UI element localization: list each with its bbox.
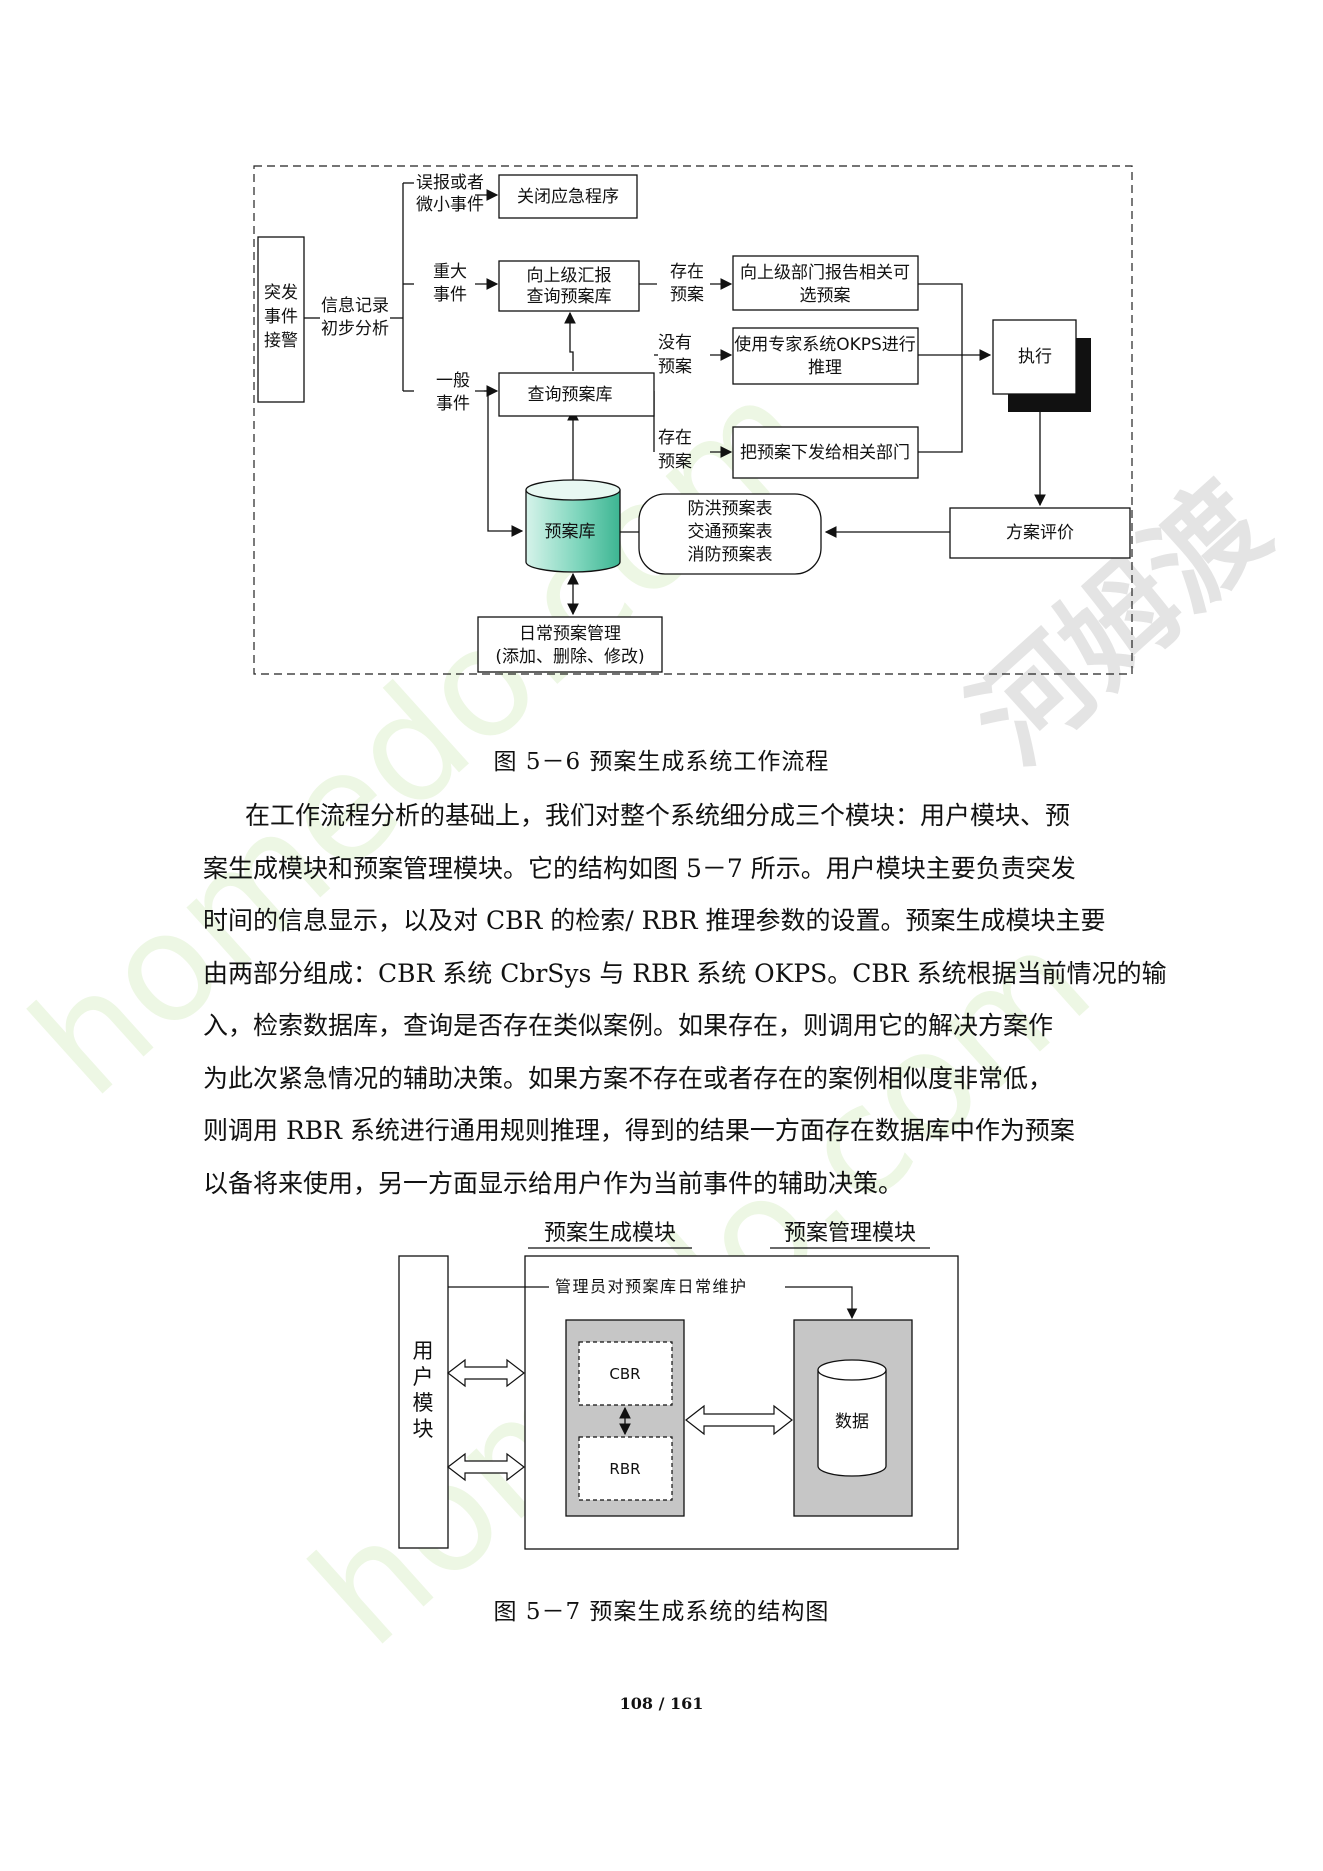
exists-b-line-2: 预案 [658, 452, 692, 472]
daily-line-2: (添加、删除、修改) [495, 647, 644, 667]
data-label: 数据 [835, 1412, 869, 1432]
paragraph-line: 案生成模块和预案管理模块。它的结构如图 5－7 所示。用户模块主要负责突发 [203, 853, 1076, 883]
paragraph-line: 以备将来使用，另一方面显示给用户作为当前事件的辅助决策。 [203, 1168, 904, 1198]
box-report-up [498, 260, 640, 312]
paragraph-line: 时间的信息显示，以及对 CBR 的检索/ RBR 推理参数的设置。预案生成模块主… [203, 906, 1106, 935]
paragraph-line: 由两部分组成：CBR 系统 CbrSys 与 RBR 系统 OKPS。CBR 系… [203, 958, 1167, 988]
cbr-label: CBR [609, 1365, 640, 1383]
maintain-label: 管理员对预案库日常维护 [555, 1277, 748, 1296]
report-up-line-1: 向上级汇报 [527, 266, 612, 286]
workflow-frame [253, 165, 1133, 675]
box-execute [992, 319, 1077, 395]
box-dispatch [732, 426, 919, 479]
record-line-1: 信息记录 [321, 296, 389, 316]
tables-line-1: 防洪预案表 [688, 499, 773, 519]
paragraph-line: 则调用 RBR 系统进行通用规则推理，得到的结果一方面存在数据库中作为预案 [203, 1116, 1075, 1145]
box-tables [638, 493, 822, 575]
title-generation-module: 预案生成模块 [544, 1221, 676, 1246]
box-incident [257, 236, 305, 403]
none-line-1: 没有 [658, 333, 692, 353]
expert-line-1: 使用专家系统OKPS进行 [734, 334, 916, 355]
plan-db-cylinder [525, 479, 621, 573]
evaluate-label: 方案评价 [1006, 523, 1074, 543]
box-daily [477, 616, 663, 673]
execute-label: 执行 [1018, 347, 1052, 367]
page-number: 108 / 161 [619, 1694, 704, 1713]
tables-line-2: 交通预案表 [688, 522, 773, 542]
false-alarm-line-1: 误报或者 [416, 173, 484, 193]
workflow-diagram: 突发 事件 接警 信息记录 初步分析 误报或者 微小事件 关闭应急程序 重大 事… [253, 165, 1133, 675]
box-expert [732, 327, 919, 385]
incident-line-3: 接警 [264, 331, 298, 351]
paragraph-line: 在工作流程分析的基础上，我们对整个系统细分成三个模块：用户模块、预 [245, 801, 1071, 830]
box-query [498, 372, 655, 417]
record-line-2: 初步分析 [321, 319, 389, 339]
exists-a-line-1: 存在 [670, 262, 704, 282]
user-module-char-1: 用 [413, 1339, 434, 1363]
box-user-module [398, 1255, 449, 1549]
tables-line-3: 消防预案表 [688, 545, 773, 565]
general-line-1: 一般 [436, 371, 470, 391]
box-close [498, 174, 638, 219]
panel-management [793, 1319, 913, 1517]
none-line-2: 预案 [658, 357, 692, 377]
incident-line-1: 突发 [264, 283, 298, 303]
double-arrow-middle [685, 1404, 793, 1436]
box-evaluate [949, 507, 1131, 559]
structure-diagram: 预案生成模块 预案管理模块 用 户 模 块 管理员对预案库日常维护 CBR RB… [398, 1221, 959, 1550]
figure-5-7-caption: 图 5－7 预案生成系统的结构图 [493, 1599, 830, 1625]
box-cbr [578, 1341, 673, 1406]
false-alarm-line-2: 微小事件 [416, 195, 484, 215]
query-label: 查询预案库 [528, 385, 613, 405]
user-module-char-2: 户 [413, 1365, 434, 1389]
user-module-char-4: 块 [413, 1417, 434, 1441]
paragraph-line: 为此次紧急情况的辅助决策。如果方案不存在或者存在的案例相似度非常低， [203, 1063, 1054, 1093]
major-line-1: 重大 [433, 262, 467, 282]
exists-a-line-2: 预案 [670, 285, 704, 305]
dispatch-label: 把预案下发给相关部门 [740, 443, 910, 463]
paragraph-line: 入，检索数据库，查询是否存在类似案例。如果存在，则调用它的解决方案作 [203, 1011, 1054, 1040]
box-rbr [578, 1436, 673, 1501]
report-dept-line-2: 选预案 [800, 286, 851, 306]
plan-db-label: 预案库 [545, 522, 596, 542]
double-arrow-upper [447, 1358, 525, 1388]
daily-line-1: 日常预案管理 [519, 624, 621, 644]
figure-5-6-caption: 图 5－6 预案生成系统工作流程 [493, 749, 830, 775]
body-paragraph: 在工作流程分析的基础上，我们对整个系统细分成三个模块：用户模块、预 案生成模块和… [203, 790, 1167, 1210]
report-up-line-2: 查询预案库 [527, 287, 612, 307]
exists-b-line-1: 存在 [658, 428, 692, 448]
rbr-label: RBR [609, 1460, 640, 1478]
report-dept-line-1: 向上级部门报告相关可 [740, 263, 910, 283]
user-module-char-3: 模 [413, 1391, 434, 1415]
close-label: 关闭应急程序 [517, 187, 619, 207]
general-line-2: 事件 [436, 394, 470, 414]
expert-line-2: 推理 [808, 358, 842, 378]
double-arrow-lower [447, 1452, 525, 1482]
data-cylinder [817, 1359, 887, 1477]
major-line-2: 事件 [433, 285, 467, 305]
incident-line-2: 事件 [264, 307, 298, 327]
title-management-module: 预案管理模块 [784, 1221, 916, 1246]
box-report-dept [732, 255, 919, 311]
